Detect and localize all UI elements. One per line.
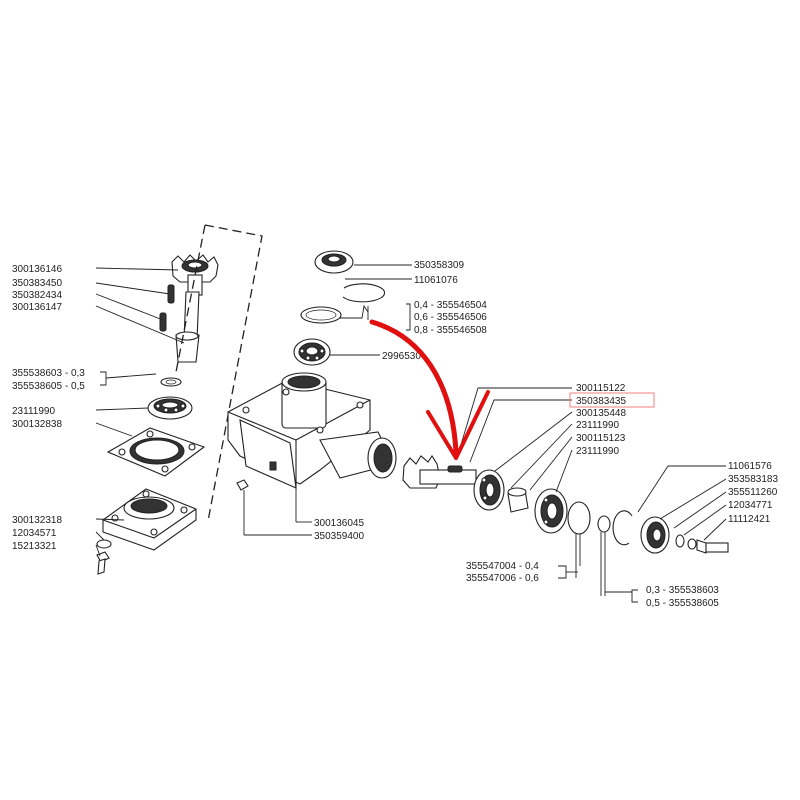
circlip-right-part	[612, 510, 633, 546]
label-355546508: 0,8 - 355546508	[414, 325, 487, 336]
vertical-shaft-part	[175, 291, 200, 363]
shim-ring-right-part	[567, 501, 591, 535]
label-300136045: 300136045	[314, 518, 364, 529]
washer-right-small-part	[687, 538, 697, 550]
label-11112421: 11112421	[728, 514, 771, 525]
outer-bearing-part	[534, 488, 568, 534]
label-300115123: 300115123	[576, 433, 626, 444]
leader-lines	[95, 264, 727, 603]
label-355546506: 0,6 - 355546506	[414, 312, 487, 323]
label-355538605-left: 355538605 - 0,5	[12, 381, 85, 392]
bolt-left-part	[96, 551, 110, 575]
spacer-sleeve-part	[507, 487, 529, 513]
label-355538605-right: 0,5 - 355538605	[646, 598, 719, 609]
bearing-cap-part	[640, 516, 670, 554]
bearing-left-part	[147, 396, 193, 420]
label-350358309: 350358309	[414, 260, 464, 271]
part-labels: 300136146 350383450 350382434 300136147 …	[12, 260, 778, 609]
circlip-upper-part	[342, 283, 386, 303]
label-12034571: 12034571	[12, 528, 57, 539]
label-23111990-a: 23111990	[576, 420, 619, 431]
label-300132318: 300132318	[12, 515, 62, 526]
label-355538603-right: 0,3 - 355538603	[646, 585, 719, 596]
cover-plate-part	[102, 488, 197, 551]
label-350359400: 350359400	[314, 531, 364, 542]
washer-right-part	[675, 534, 685, 548]
pinion-shaft-part	[402, 454, 477, 489]
label-11061076: 11061076	[414, 275, 458, 286]
left-shaft-assembly	[96, 254, 219, 575]
upper-bearing-part	[293, 338, 331, 366]
pinion-bearing-part	[473, 469, 505, 511]
label-355511260: 355511260	[728, 487, 778, 498]
dashed-boundary	[204, 224, 263, 522]
label-355547006: 355547006 - 0,6	[466, 573, 539, 584]
housing-bolt-part	[236, 479, 249, 491]
label-300136146: 300136146	[12, 264, 62, 275]
highlight-box-350383435	[569, 392, 655, 408]
label-23111990-left: 23111990	[12, 406, 55, 417]
label-350383435: 350383435	[576, 396, 626, 407]
label-353583183: 353583183	[728, 474, 778, 485]
label-300136147: 300136147	[12, 302, 62, 313]
gasket-part	[106, 427, 206, 477]
key-part-lower	[159, 312, 167, 332]
label-300132838: 300132838	[12, 419, 62, 430]
shim-washer-left	[160, 377, 182, 387]
label-11061576: 11061576	[728, 461, 772, 472]
label-23111990-b: 23111990	[576, 446, 619, 457]
gearbox-housing-part	[227, 372, 397, 489]
label-2996530: 2996530	[382, 351, 421, 362]
label-300135448: 300135448	[576, 408, 626, 419]
shim-ring-small-part	[597, 515, 611, 533]
label-355538603-left: 355538603 - 0,3	[12, 368, 85, 379]
red-annotation-arrow	[369, 319, 490, 460]
upper-seal-part	[314, 250, 354, 274]
label-15213321: 15213321	[12, 541, 57, 552]
label-300115122: 300115122	[576, 383, 626, 394]
label-355546504: 0,4 - 355546504	[414, 300, 487, 311]
bolt-right-part	[696, 539, 729, 554]
label-350382434: 350382434	[12, 290, 62, 301]
shim-upper-part	[300, 306, 342, 324]
washer-left	[96, 539, 112, 549]
label-350383450: 350383450	[12, 278, 62, 289]
label-12034771: 12034771	[728, 500, 773, 511]
label-355547004: 355547004 - 0,4	[466, 561, 539, 572]
